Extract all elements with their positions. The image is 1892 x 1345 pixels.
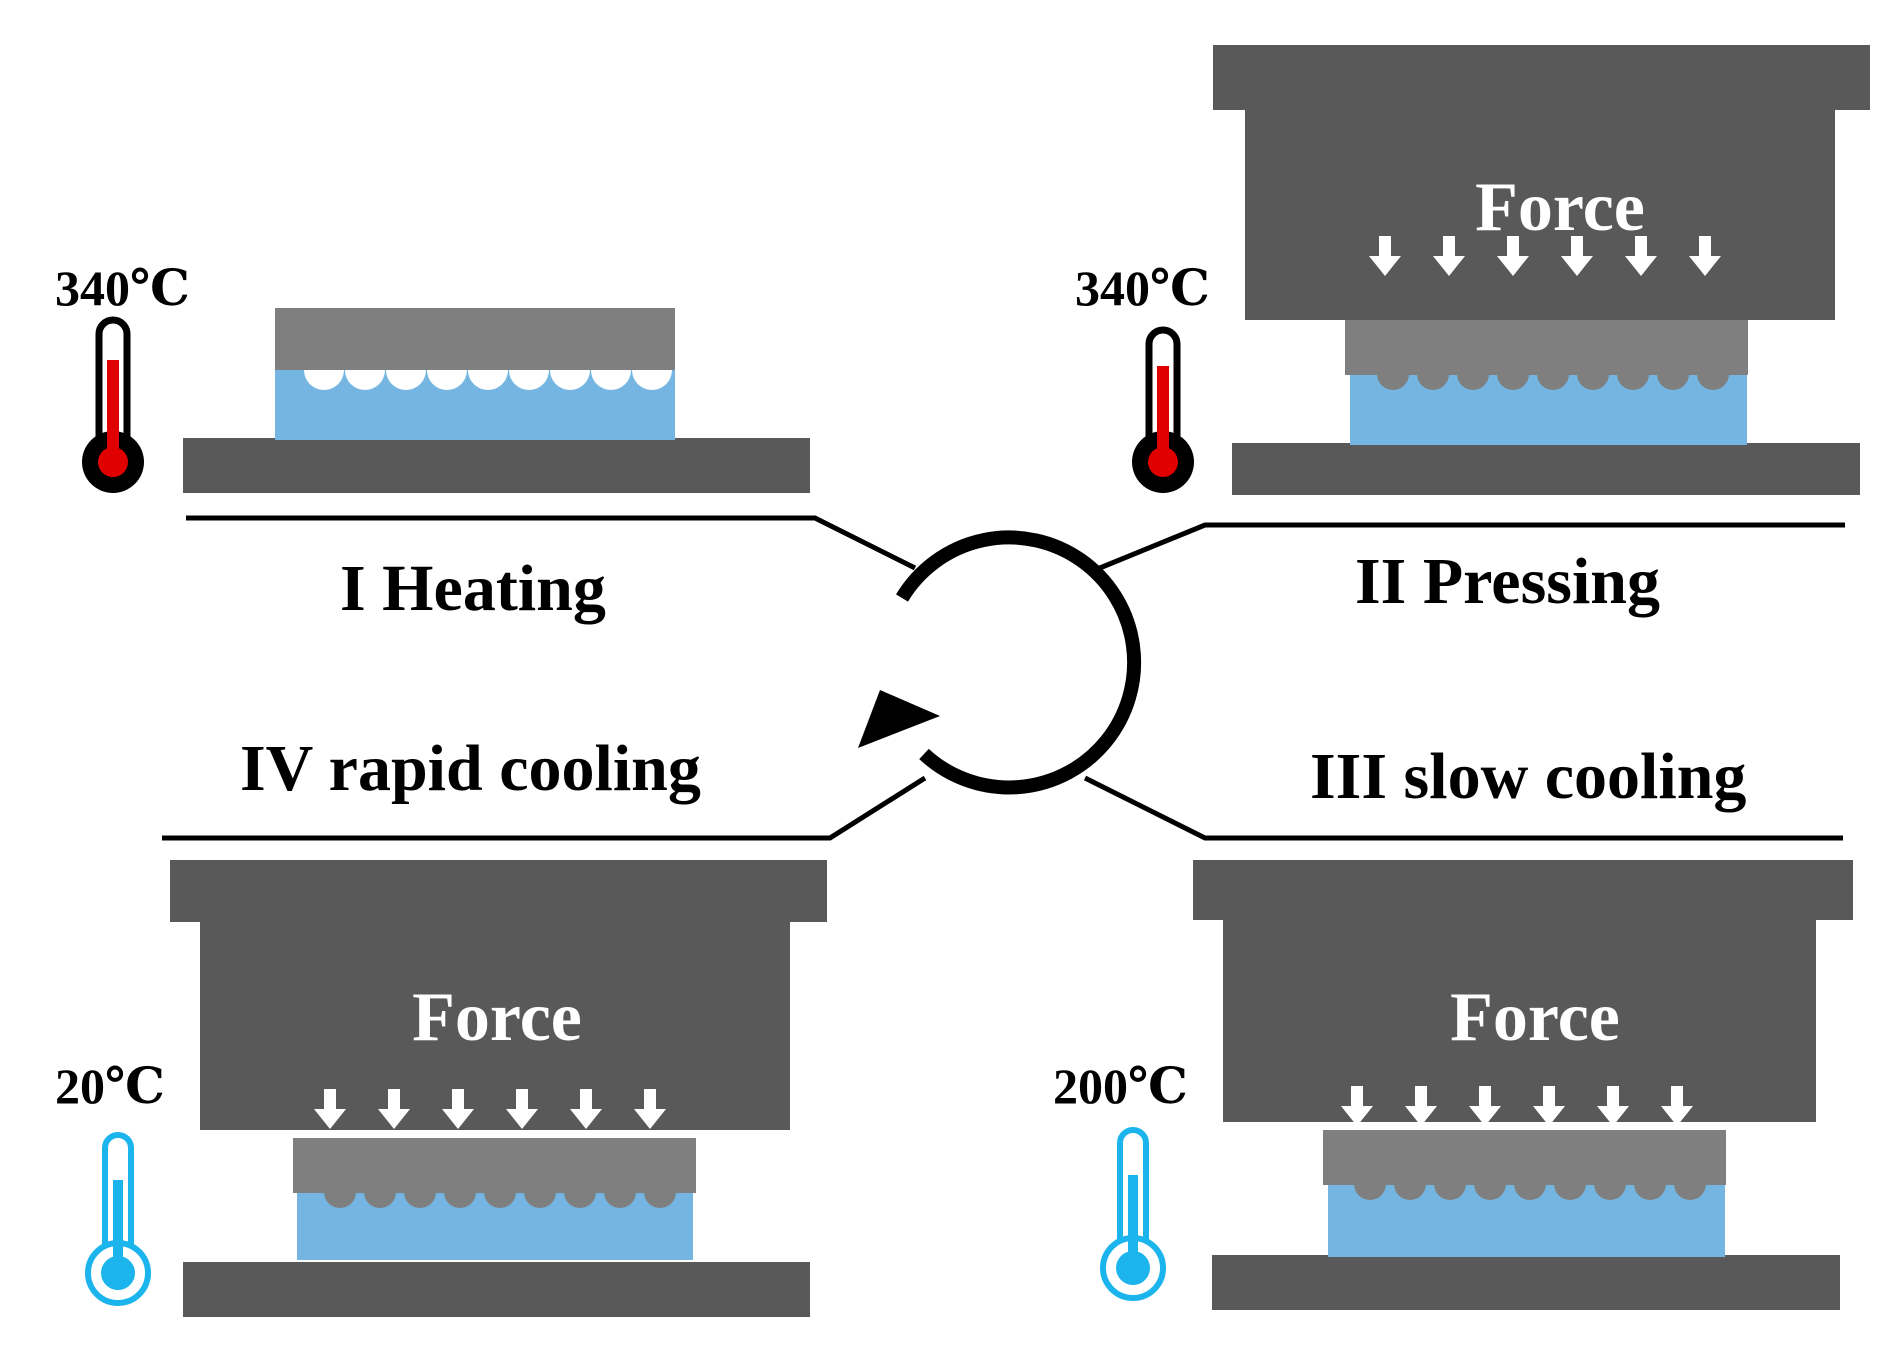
down-arrow-icon (1625, 236, 1657, 276)
top-plate (1193, 860, 1853, 920)
down-arrow-icon (1689, 236, 1721, 276)
down-arrow-icon (1661, 1086, 1693, 1126)
down-arrow-icon (1469, 1086, 1501, 1126)
polymer-bubbles (304, 370, 672, 390)
step-label: IV rapid cooling (240, 732, 701, 805)
down-arrow-icon (1433, 236, 1465, 276)
down-arrow-icon (1597, 1086, 1629, 1126)
top-plate (1213, 45, 1870, 110)
temperature-label: 200℃ (1053, 1058, 1188, 1114)
down-arrow-icon (570, 1089, 602, 1129)
down-arrow-icon (1533, 1086, 1565, 1126)
down-arrow-icon (1369, 236, 1401, 276)
bottom-plate (1232, 443, 1860, 495)
thermometer-cold-icon (1100, 1127, 1166, 1301)
press-body (1223, 920, 1816, 1122)
step-label: I Heating (340, 552, 606, 625)
down-arrow-icon (1405, 1086, 1437, 1126)
step-label: III slow cooling (1310, 740, 1746, 813)
cycle-arrow-icon (858, 530, 1142, 795)
mold-pad (275, 308, 675, 370)
down-arrow-icon (634, 1089, 666, 1129)
thermometer-cold-icon (85, 1132, 151, 1306)
force-label: Force (1450, 979, 1620, 1056)
top-plate (170, 860, 827, 922)
bottom-plate (183, 438, 810, 493)
force-arrows (1341, 1086, 1693, 1126)
bottom-plate (1212, 1255, 1840, 1310)
temperature-label: 20℃ (55, 1058, 165, 1114)
step-label: II Pressing (1355, 545, 1660, 618)
down-arrow-icon (1341, 1086, 1373, 1126)
force-arrows (1369, 236, 1721, 276)
temperature-label: 340℃ (55, 260, 190, 316)
down-arrow-icon (378, 1089, 410, 1129)
thermometer-hot-icon (82, 316, 144, 493)
step-pressing: Force 340℃ II Pressing (1075, 45, 1870, 618)
step-rapid-cooling: Force 20℃ IV rapid cooling (55, 732, 827, 1317)
down-arrow-icon (314, 1089, 346, 1129)
mold-bumps (324, 1176, 676, 1208)
press-body (200, 922, 790, 1130)
thermometer-hot-icon (1132, 326, 1194, 493)
down-arrow-icon (442, 1089, 474, 1129)
down-arrow-icon (506, 1089, 538, 1129)
force-label: Force (412, 979, 582, 1056)
connector-lines (162, 515, 1845, 841)
force-label: Force (1475, 169, 1645, 246)
step-heating: 340℃ I Heating (55, 260, 810, 625)
press-body (1245, 110, 1835, 320)
force-arrows (314, 1089, 666, 1129)
mold-bumps (1377, 358, 1729, 390)
down-arrow-icon (1561, 236, 1593, 276)
temperature-label: 340℃ (1075, 260, 1210, 316)
step-slow-cooling: Force 200℃ III slow cooling (1053, 740, 1853, 1310)
bottom-plate (183, 1262, 810, 1317)
down-arrow-icon (1497, 236, 1529, 276)
mold-bumps (1354, 1168, 1706, 1200)
